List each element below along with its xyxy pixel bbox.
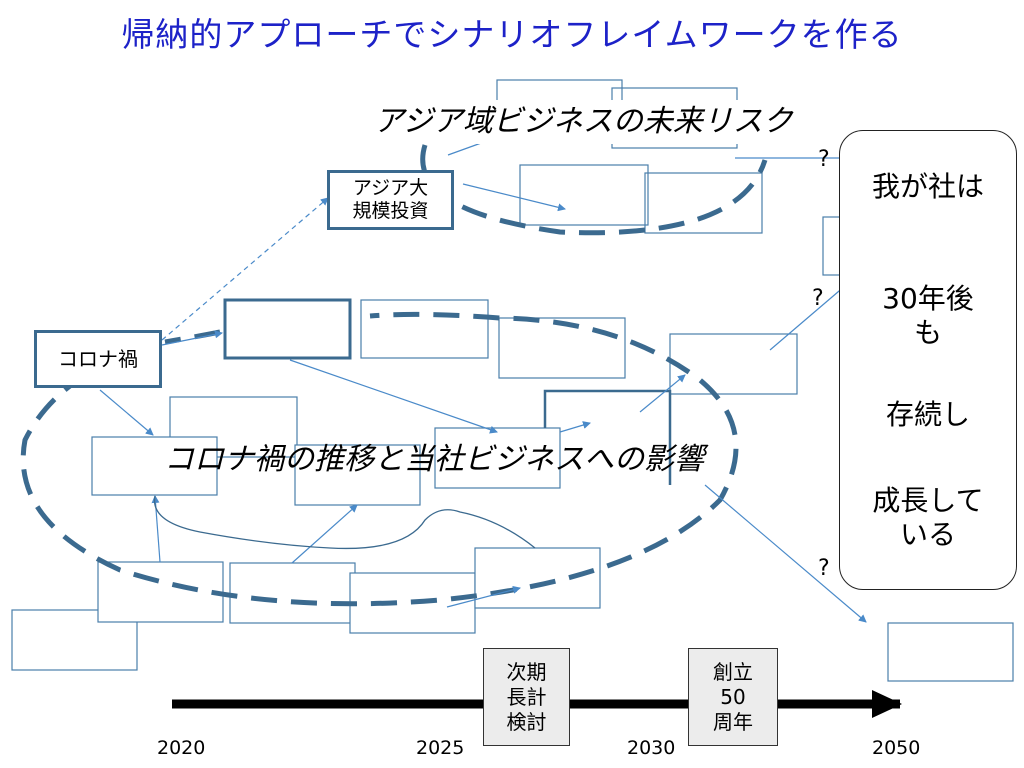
empty-box — [229, 562, 356, 624]
year-2020: 2020 — [157, 737, 206, 759]
empty-box — [91, 436, 218, 496]
question-mark-middle: ? — [812, 286, 824, 311]
top-ellipse — [420, 144, 768, 236]
top-empty-boxes — [496, 79, 763, 234]
year-2030: 2030 — [627, 737, 676, 759]
ellipse-segment — [164, 329, 221, 345]
milestone-next-plan: 次期 長計 検討 — [483, 648, 570, 746]
goal-text-4: 成長して いる — [872, 484, 984, 551]
question-mark-bottom: ? — [818, 556, 830, 581]
question-mark-top: ? — [818, 147, 830, 172]
empty-box — [360, 299, 489, 359]
goal-text-2: 30年後 も — [882, 282, 974, 349]
asia-investment-box: アジア大 規模投資 — [327, 170, 454, 230]
empty-box — [474, 547, 601, 609]
bracket-line — [543, 389, 672, 485]
empty-box — [498, 317, 626, 379]
goal-text-1: 我が社は — [871, 170, 984, 203]
empty-box — [294, 444, 421, 506]
empty-box — [519, 164, 649, 226]
year-2050: 2050 — [872, 737, 921, 759]
emphasis-box — [223, 298, 352, 360]
page-title: 帰納的アプローチでシナリオフレイムワークを作る — [121, 15, 903, 54]
goal-text-3: 存続し — [885, 398, 970, 431]
corona-box: コロナ禍 — [34, 330, 162, 388]
empty-box — [669, 333, 798, 395]
milestone-50th-anniversary: 創立 50 周年 — [688, 648, 778, 746]
empty-box — [887, 622, 1014, 682]
curved-connector — [153, 495, 536, 550]
empty-box — [644, 172, 763, 234]
goal-panel — [839, 130, 1017, 590]
middle-empty-boxes — [91, 299, 798, 506]
asia-future-risk-label: アジア域ビジネスの未来リスク — [370, 100, 797, 144]
main-ellipse — [20, 311, 739, 607]
corona-impact-label: コロナ禍の推移と当社ビジネスへの影響 — [164, 442, 704, 478]
empty-box — [169, 396, 298, 458]
empty-box — [434, 427, 561, 489]
year-2025: 2025 — [416, 737, 465, 759]
